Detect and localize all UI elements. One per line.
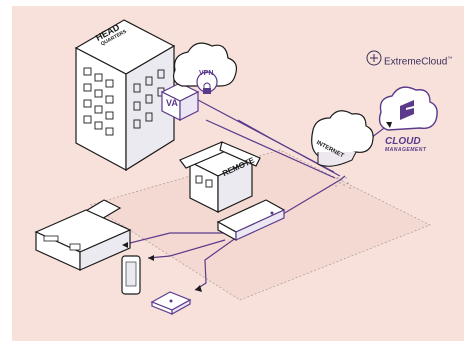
access-point	[150, 291, 192, 316]
vpn-cloud	[172, 42, 238, 94]
va-label: VA	[166, 98, 178, 108]
extremecloud-brand-text: ExtremeCloud	[384, 56, 448, 68]
cloud-management-icon	[378, 86, 438, 131]
cloud-management-label: CLOUD MANAGEMENT	[385, 136, 427, 154]
internet-cloud	[311, 110, 374, 167]
arrowheads	[122, 122, 392, 292]
router-device	[216, 199, 286, 242]
headquarters-building	[74, 19, 176, 172]
smartphone	[121, 255, 141, 295]
printer	[34, 199, 132, 271]
cloud-management-label-line2: MANAGEMENT	[385, 147, 427, 153]
remote-house	[179, 141, 261, 213]
dots-decoration	[335, 177, 351, 189]
cloud-management-label-line1: CLOUD	[385, 136, 421, 147]
vpn-label: VPN	[199, 70, 214, 77]
extremecloud-brand-tm: ™	[447, 56, 453, 62]
va-appliance	[160, 82, 200, 121]
extremecloud-brand: ExtremeCloud™	[384, 56, 452, 67]
extremecloud-logo-icon	[366, 50, 382, 66]
